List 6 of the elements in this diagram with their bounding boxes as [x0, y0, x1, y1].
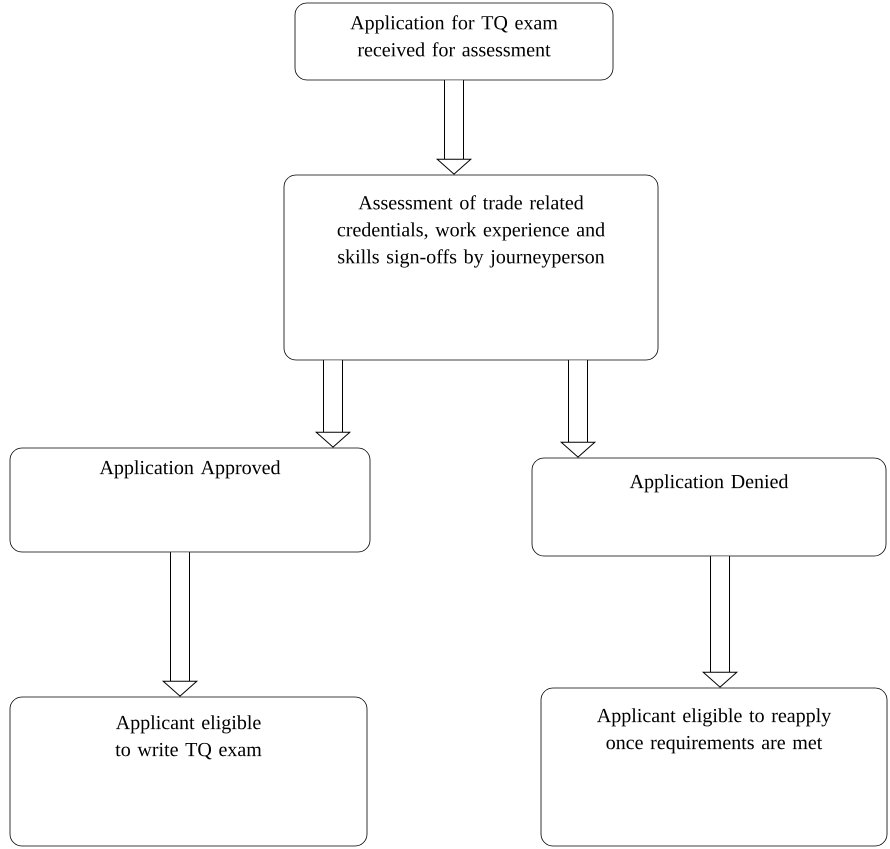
process-box: Application Approved	[10, 448, 370, 552]
process-box: Application for TQ exam received for assessment	[294, 2, 614, 80]
process-box: Applicant eligible to reapply once requirements are met	[540, 688, 888, 846]
process-box: Assessment of trade related credentials, work experience and skills sign-offs by journeyperson	[284, 174, 658, 360]
process-box: Applicant eligible to write TQ exam	[10, 696, 368, 846]
process-box: Application Denied	[532, 458, 886, 556]
